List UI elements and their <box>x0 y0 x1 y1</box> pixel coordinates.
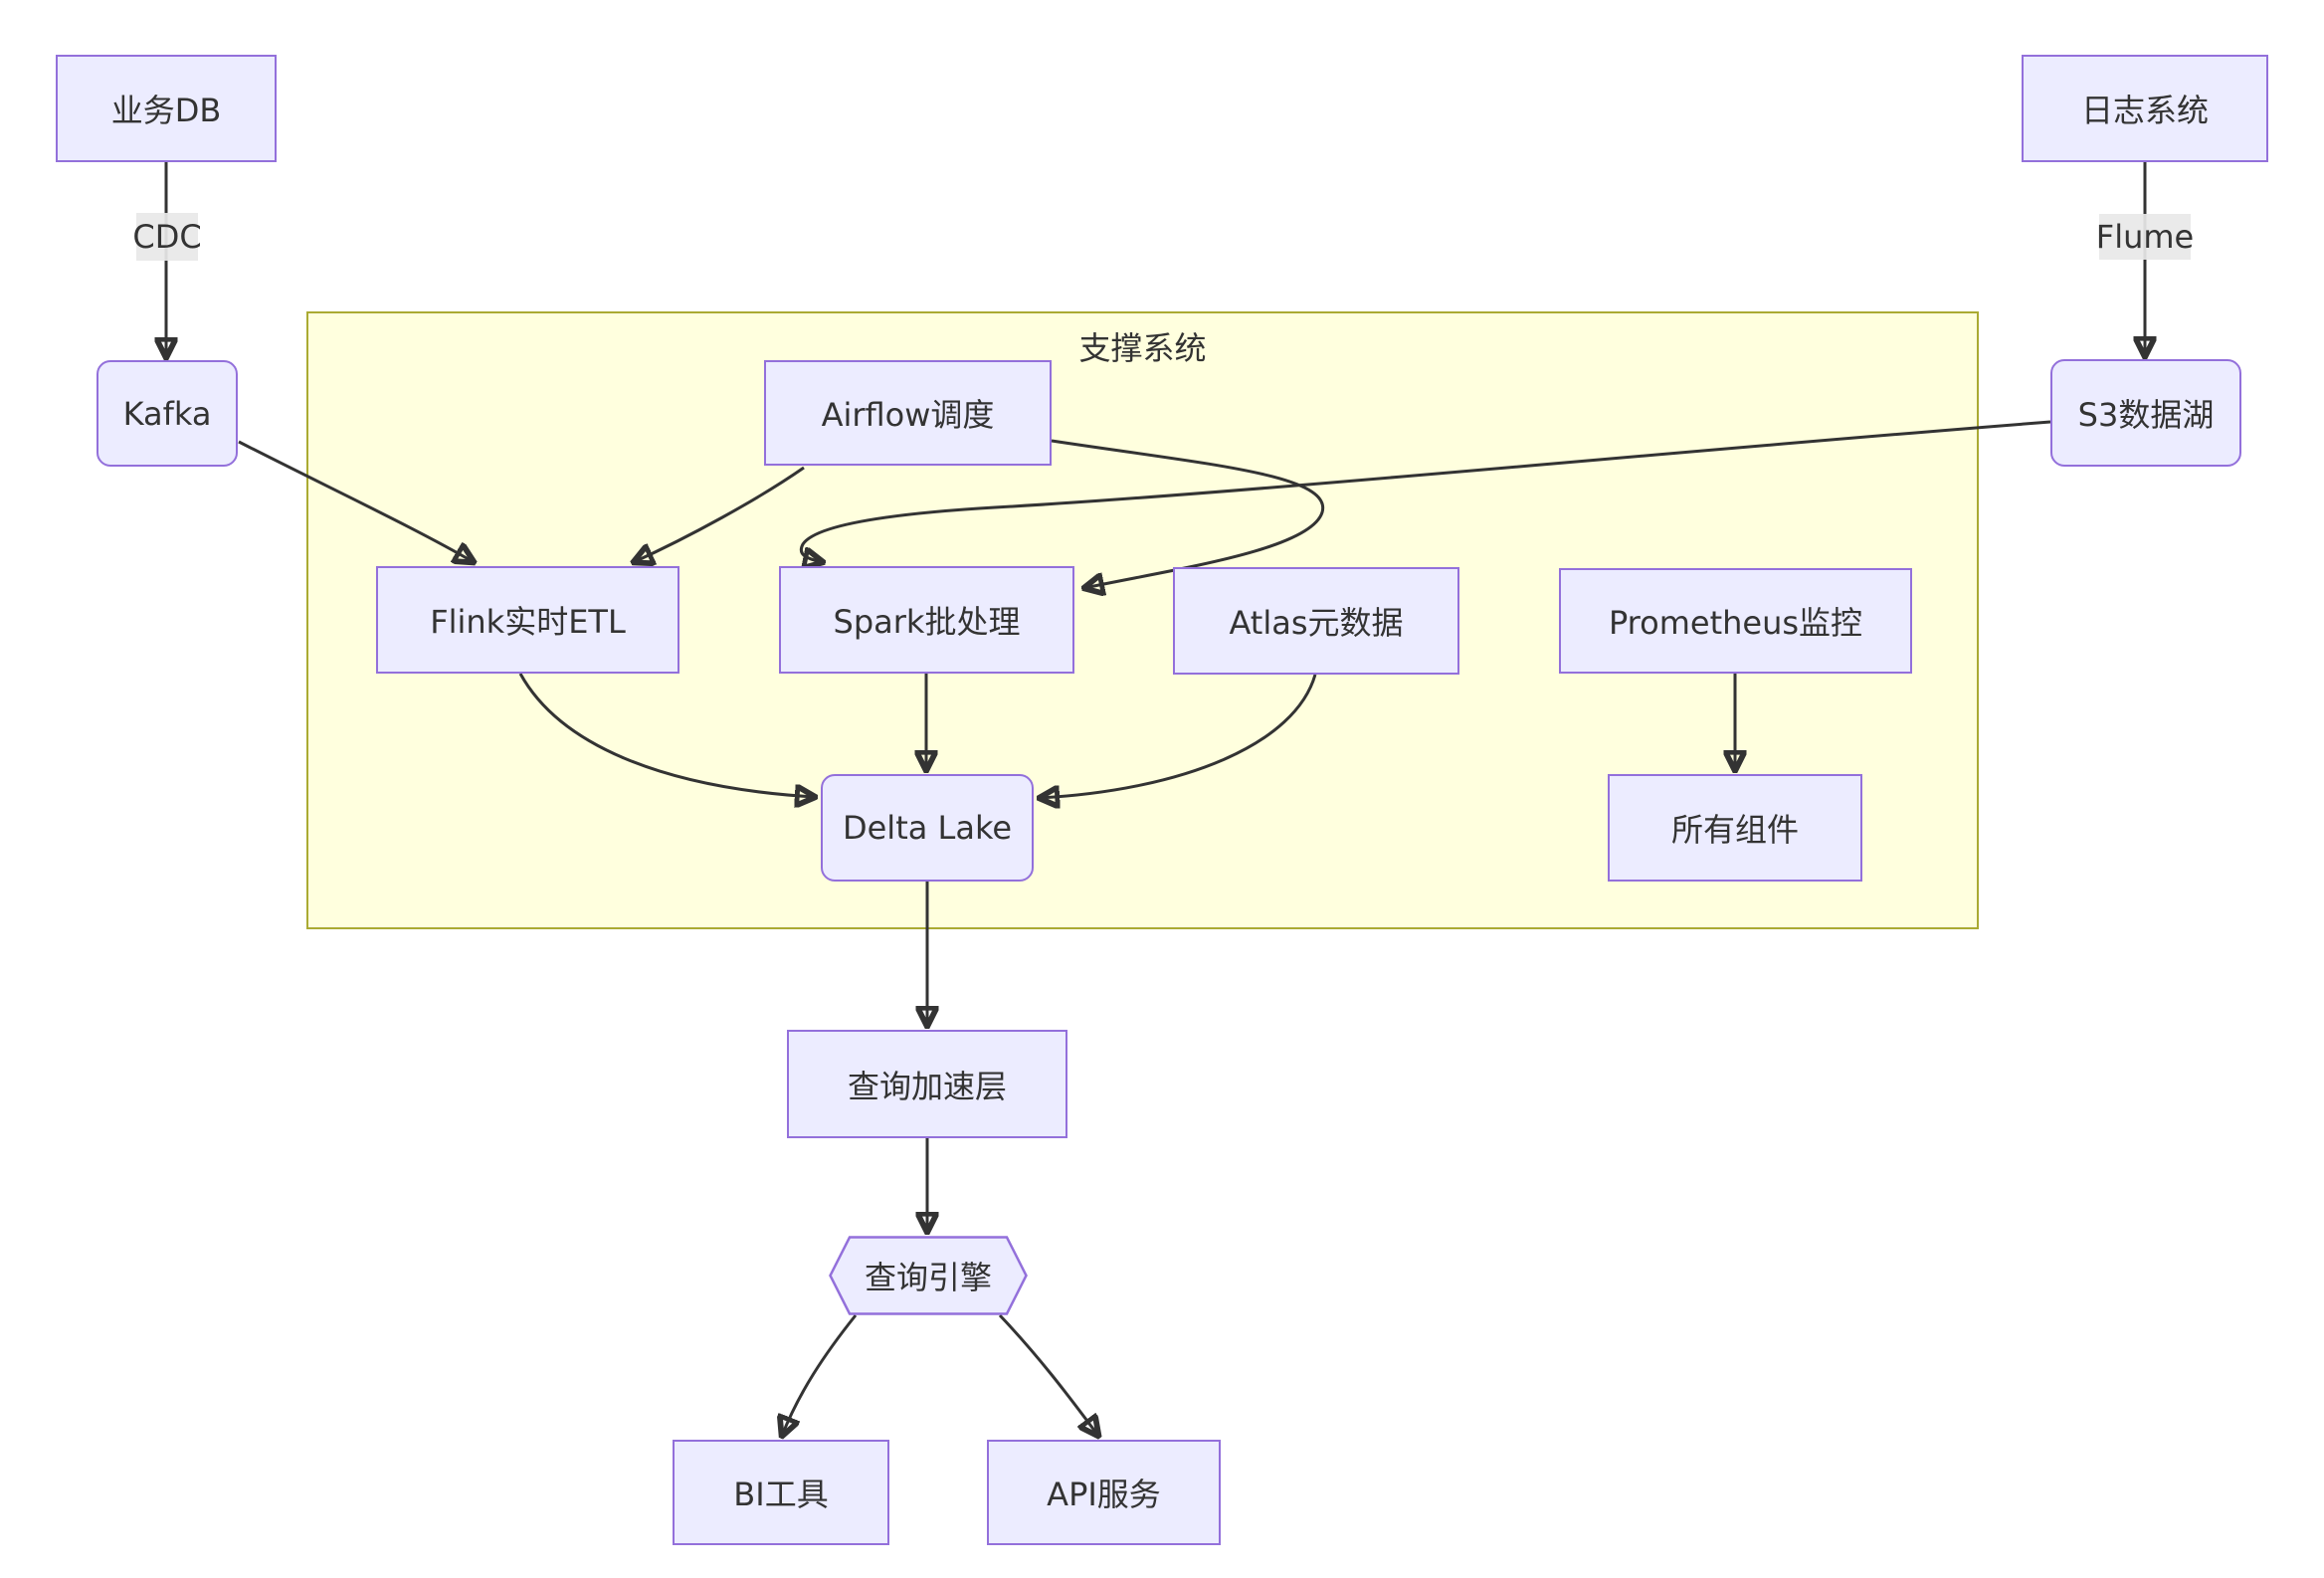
node-delta-lake-label: Delta Lake <box>842 809 1013 847</box>
node-biz-db-label: 业务DB <box>110 92 222 129</box>
node-api-service-label: API服务 <box>1047 1476 1161 1513</box>
edge-label-flume: Flume <box>2095 214 2195 260</box>
edge-queryengine-bitools <box>782 1314 858 1436</box>
node-query-engine-label: 查询引擎 <box>864 1259 992 1296</box>
node-delta-lake: Delta Lake <box>821 774 1034 882</box>
node-log-system: 日志系统 <box>2022 55 2268 162</box>
node-bi-tools: BI工具 <box>673 1440 889 1545</box>
node-query-engine: 查询引擎 <box>829 1236 1028 1315</box>
node-bi-tools-label: BI工具 <box>733 1476 829 1513</box>
node-prometheus-label: Prometheus监控 <box>1608 604 1863 642</box>
node-log-system-label: 日志系统 <box>2080 92 2209 129</box>
node-all-components: 所有组件 <box>1608 774 1862 882</box>
node-api-service: API服务 <box>987 1440 1221 1545</box>
node-query-accel-label: 查询加速层 <box>847 1067 1007 1105</box>
node-prometheus: Prometheus监控 <box>1559 568 1912 674</box>
hexagon-shape <box>829 1236 1028 1315</box>
node-all-components-label: 所有组件 <box>1670 811 1799 849</box>
node-spark: Spark批处理 <box>779 566 1074 674</box>
node-s3-lake: S3数据湖 <box>2050 359 2241 467</box>
edge-label-cdc-text: CDC <box>132 218 202 256</box>
node-kafka-label: Kafka <box>122 394 212 433</box>
edge-label-cdc: CDC <box>132 213 202 261</box>
node-flink-label: Flink实时ETL <box>430 603 626 641</box>
node-atlas-label: Atlas元数据 <box>1229 604 1404 642</box>
node-spark-label: Spark批处理 <box>833 603 1021 641</box>
node-s3-lake-label: S3数据湖 <box>2077 396 2215 434</box>
node-biz-db: 业务DB <box>56 55 277 162</box>
node-query-accel: 查询加速层 <box>787 1030 1067 1138</box>
node-airflow-label: Airflow调度 <box>821 396 995 434</box>
edge-label-flume-text: Flume <box>2095 218 2195 256</box>
cluster-title: 支撑系统 <box>1078 329 1207 367</box>
node-atlas: Atlas元数据 <box>1173 567 1459 675</box>
node-flink: Flink实时ETL <box>376 566 679 674</box>
node-kafka: Kafka <box>97 360 238 467</box>
node-airflow: Airflow调度 <box>764 360 1052 466</box>
edge-queryengine-apiservice <box>998 1313 1098 1436</box>
